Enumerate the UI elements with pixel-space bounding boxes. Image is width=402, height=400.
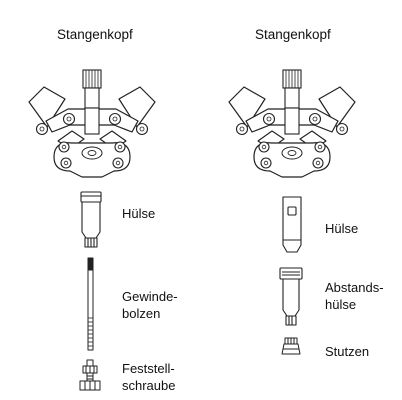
sleeve-left [80,191,102,248]
title-left: Stangenkopf [57,27,133,42]
spacer-sleeve-right [279,267,303,326]
puller-head-right [228,69,356,178]
sleeve-right [282,196,302,253]
label-fitting-right: Stutzen [325,344,370,359]
label-sleeve-right: Hülse [325,221,359,236]
puller-head-left [28,69,156,178]
title-right: Stangenkopf [255,27,331,42]
label-sleeve-left: Hülse [122,206,156,221]
label-spacer-sleeve-right: Abstands- hülse [325,280,384,312]
threaded-bolt-left [87,257,94,351]
label-set-screw-left: Feststell- schraube [122,361,176,393]
label-threaded-bolt-left: Gewinde- bolzen [122,289,178,321]
set-screw-left [79,359,101,391]
fitting-right [281,337,301,355]
